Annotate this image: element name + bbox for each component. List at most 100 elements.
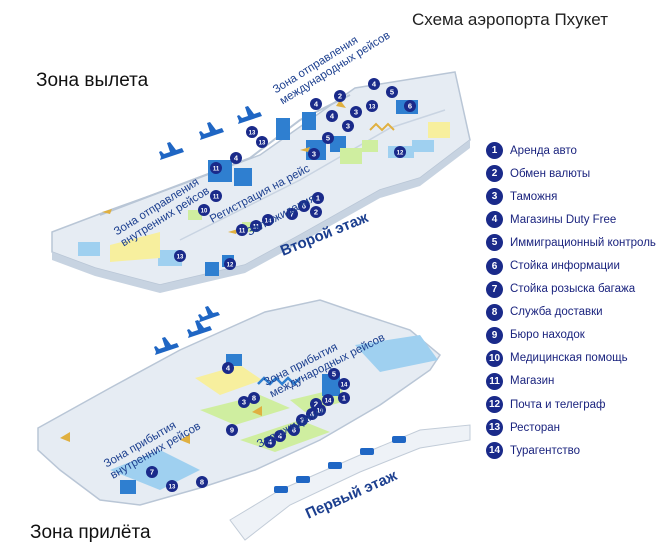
second-floor-seating bbox=[242, 222, 258, 232]
map-marker-circle bbox=[310, 98, 322, 110]
map-marker: 7 bbox=[146, 466, 158, 478]
map-marker-number: 14 bbox=[265, 219, 272, 225]
map-marker: 7 bbox=[286, 208, 298, 220]
legend-label: Таможня bbox=[510, 190, 558, 203]
map-marker-number: 9 bbox=[230, 426, 234, 435]
direction-arrow-icon bbox=[228, 229, 238, 234]
map-marker: 6 bbox=[288, 424, 300, 436]
legend-label: Бюро находок bbox=[510, 329, 585, 342]
map-marker: 3 bbox=[308, 148, 320, 160]
legend-number-badge: 5 bbox=[486, 234, 503, 252]
first-floor-seating bbox=[195, 365, 262, 395]
escalator-icon bbox=[257, 376, 301, 386]
legend-label: Магазин bbox=[510, 375, 555, 388]
map-marker-circle bbox=[166, 480, 178, 492]
legend-number-badge: 12 bbox=[486, 396, 503, 414]
map-marker-circle bbox=[274, 430, 286, 442]
map-marker-circle bbox=[368, 78, 380, 90]
map-marker-number: 2 bbox=[338, 92, 342, 101]
airplane-icon bbox=[198, 306, 220, 322]
map-marker-number: 11 bbox=[253, 225, 260, 231]
map-marker: 2 bbox=[334, 90, 346, 102]
map-marker-number: 5 bbox=[332, 370, 336, 379]
map-marker: 8 bbox=[248, 392, 260, 404]
map-marker-circle bbox=[224, 258, 236, 270]
legend-number-badge: 3 bbox=[486, 188, 503, 206]
legend-label: Обмен валюты bbox=[510, 167, 591, 180]
map-marker: 13 bbox=[174, 250, 186, 262]
map-marker-number: 4 bbox=[310, 410, 315, 419]
map-marker: 14 bbox=[322, 394, 334, 406]
map-marker: 3 bbox=[342, 120, 354, 132]
map-marker: 10 bbox=[198, 204, 210, 216]
legend-label: Магазины Duty Free bbox=[510, 213, 617, 226]
map-marker-circle bbox=[322, 394, 334, 406]
direction-arrow-icon bbox=[180, 434, 190, 444]
map-marker-circle bbox=[226, 424, 238, 436]
legend-number-badge: 6 bbox=[486, 257, 503, 275]
legend-item: 6 Стойка информации bbox=[486, 254, 671, 277]
map-marker: 5 bbox=[322, 132, 334, 144]
airplane-icon bbox=[237, 106, 262, 124]
map-marker-circle bbox=[314, 404, 326, 416]
second-floor-seating bbox=[340, 148, 362, 164]
map-marker-number: 4 bbox=[234, 154, 239, 163]
legend-number-badge: 9 bbox=[486, 326, 503, 344]
legend-label: Медицинская помощь bbox=[510, 352, 628, 365]
airplane-icon bbox=[159, 142, 184, 160]
map-marker-number: 3 bbox=[346, 122, 350, 131]
direction-arrow-icon bbox=[60, 432, 70, 442]
map-marker-circle bbox=[246, 126, 258, 138]
map-marker-number: 13 bbox=[169, 485, 176, 491]
map-marker: 11 bbox=[210, 190, 222, 202]
map-marker-number: 14 bbox=[325, 399, 332, 405]
first-floor-block bbox=[120, 480, 136, 494]
map-marker-circle bbox=[366, 100, 378, 112]
map-marker: 2 bbox=[310, 206, 322, 218]
map-marker: 14 bbox=[338, 378, 350, 390]
map-marker-number: 12 bbox=[397, 151, 404, 157]
map-marker-number: 2 bbox=[314, 208, 318, 217]
map-marker-circle bbox=[210, 162, 222, 174]
map-marker-number: 5 bbox=[390, 88, 394, 97]
map-marker: 11 bbox=[210, 162, 222, 174]
map-marker-circle bbox=[250, 220, 262, 232]
map-marker: 11 bbox=[250, 220, 262, 232]
airplane-icon bbox=[154, 337, 179, 355]
map-marker: 9 bbox=[226, 424, 238, 436]
map-marker-number: 3 bbox=[354, 108, 358, 117]
map-marker: 13 bbox=[246, 126, 258, 138]
map-marker-number: 13 bbox=[259, 141, 266, 147]
legend-number-badge: 1 bbox=[486, 142, 503, 160]
direction-arrow-icon bbox=[300, 147, 310, 152]
map-marker: 13 bbox=[366, 100, 378, 112]
legend-number-badge: 13 bbox=[486, 419, 503, 437]
legend-label: Стойка информации bbox=[510, 260, 620, 273]
map-marker-number: 6 bbox=[408, 102, 412, 111]
direction-arrow-icon bbox=[102, 209, 112, 214]
map-marker-circle bbox=[308, 148, 320, 160]
map-marker-number: 8 bbox=[200, 478, 204, 487]
map-marker: 8 bbox=[196, 476, 208, 488]
map-marker-number: 10 bbox=[317, 409, 324, 415]
map-marker-number: 6 bbox=[292, 426, 296, 435]
map-marker-number: 10 bbox=[201, 209, 208, 215]
legend-number-badge: 8 bbox=[486, 303, 503, 321]
map-marker-number: 13 bbox=[177, 255, 184, 261]
map-marker-circle bbox=[322, 132, 334, 144]
map-marker: 1 bbox=[338, 392, 350, 404]
map-marker-circle bbox=[174, 250, 186, 262]
map-marker-number: 4 bbox=[372, 80, 377, 89]
map-marker-circle bbox=[248, 392, 260, 404]
second-floor-edge bbox=[52, 140, 470, 293]
map-marker-number: 1 bbox=[316, 194, 320, 203]
map-marker: 6 bbox=[298, 200, 310, 212]
map-marker-circle bbox=[238, 396, 250, 408]
map-marker-circle bbox=[198, 204, 210, 216]
map-marker-circle bbox=[394, 146, 406, 158]
legend-item: 9 Бюро находок bbox=[486, 324, 671, 347]
